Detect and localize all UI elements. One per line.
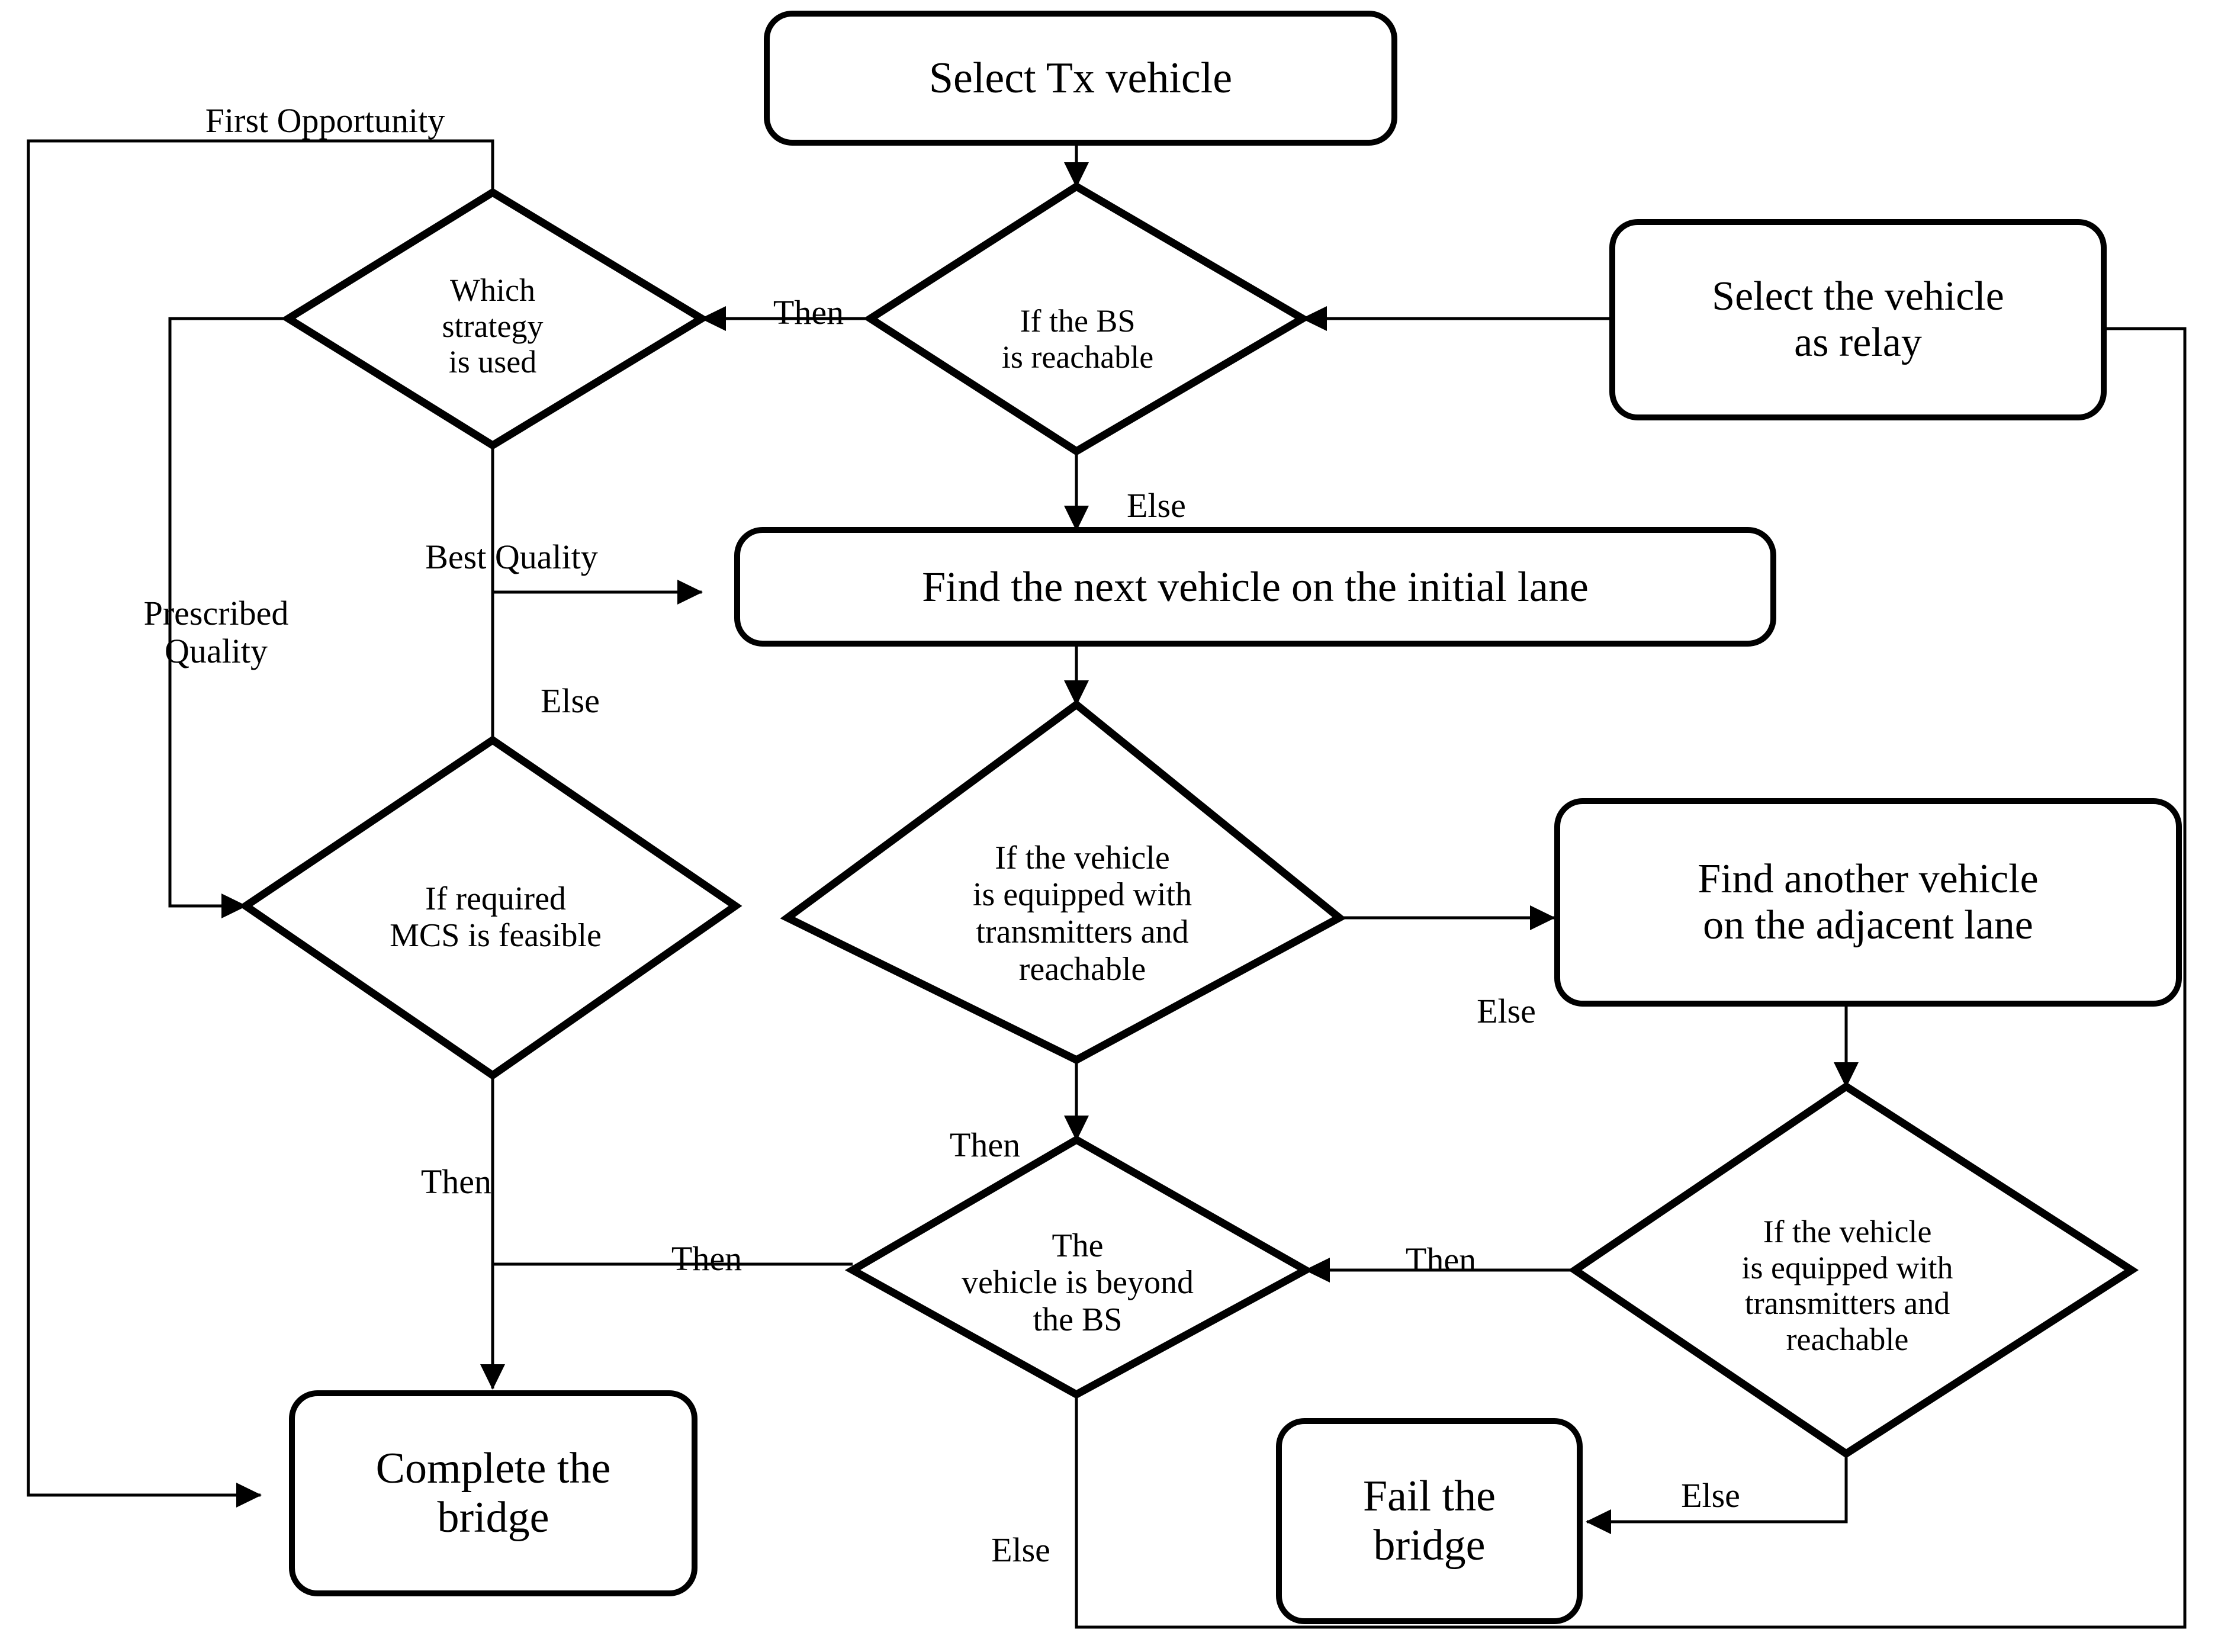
edge-label-else-right-to-fail: Else	[1681, 1476, 1740, 1515]
node-find-another-vehicle-adjacent-lane[interactable]: Find another vehicle on the adjacent lan…	[1554, 798, 2182, 1007]
node-label: Find the next vehicle on the initial lan…	[922, 563, 1589, 610]
node-if-bs-is-reachable-label[interactable]: If the BS is reachable	[1001, 303, 1154, 375]
diamond-mcs-feasible	[239, 735, 742, 1080]
diamond-beyond-bs	[844, 1135, 1314, 1399]
node-vehicle-beyond-bs-label[interactable]: The vehicle is beyond the BS	[962, 1227, 1194, 1339]
node-label: Fail the bridge	[1362, 1472, 1496, 1570]
diamond-which-strategy	[281, 188, 709, 450]
diamond-vehicle-equipped-right	[1568, 1082, 2139, 1458]
node-which-strategy-is-used-label[interactable]: Which strategy is used	[442, 272, 544, 380]
node-label: Select Tx vehicle	[928, 53, 1233, 102]
node-if-required-mcs-is-feasible-label[interactable]: If required MCS is feasible	[390, 880, 602, 954]
edge-label-best-quality: Best Quality	[425, 537, 598, 576]
edge-label-else-bs-down: Else	[1127, 486, 1186, 525]
node-find-next-vehicle-initial-lane[interactable]: Find the next vehicle on the initial lan…	[734, 527, 1776, 647]
edge-label-else-mid-right: Else	[1477, 991, 1536, 1030]
edge-label-prescribed-quality: Prescribed Quality	[143, 593, 289, 670]
node-select-tx-vehicle[interactable]: Select Tx vehicle	[764, 11, 1397, 146]
node-complete-the-bridge[interactable]: Complete the bridge	[289, 1390, 697, 1596]
node-select-vehicle-as-relay[interactable]: Select the vehicle as relay	[1609, 219, 2107, 420]
node-label: Complete the bridge	[375, 1444, 611, 1542]
diamond-vehicle-equipped-mid	[780, 699, 1346, 1065]
edge-label-then-bs-to-strategy: Then	[773, 293, 844, 332]
edge-label-else-strategy-down: Else	[541, 681, 600, 720]
node-vehicle-equipped-mid-label[interactable]: If the vehicle is equipped with transmit…	[972, 839, 1192, 988]
edge-label-else-beyond-down: Else	[991, 1530, 1050, 1569]
edge-label-then-mcs-to-beyond: Then	[671, 1239, 742, 1278]
node-fail-the-bridge[interactable]: Fail the bridge	[1276, 1418, 1583, 1624]
diamond-bs-reachable	[863, 182, 1310, 456]
node-label: Select the vehicle as relay	[1712, 273, 2004, 365]
node-label: Find another vehicle on the adjacent lan…	[1698, 856, 2039, 948]
node-vehicle-equipped-right-label[interactable]: If the vehicle is equipped with transmit…	[1741, 1214, 1953, 1357]
edge-label-then-mid-down: Then	[949, 1125, 1021, 1164]
edge-label-then-right-to-beyond: Then	[1405, 1240, 1477, 1279]
edge-label-then-mcs-down: Then	[420, 1162, 491, 1201]
edge-label-first-opportunity: First Opportunity	[205, 101, 445, 140]
